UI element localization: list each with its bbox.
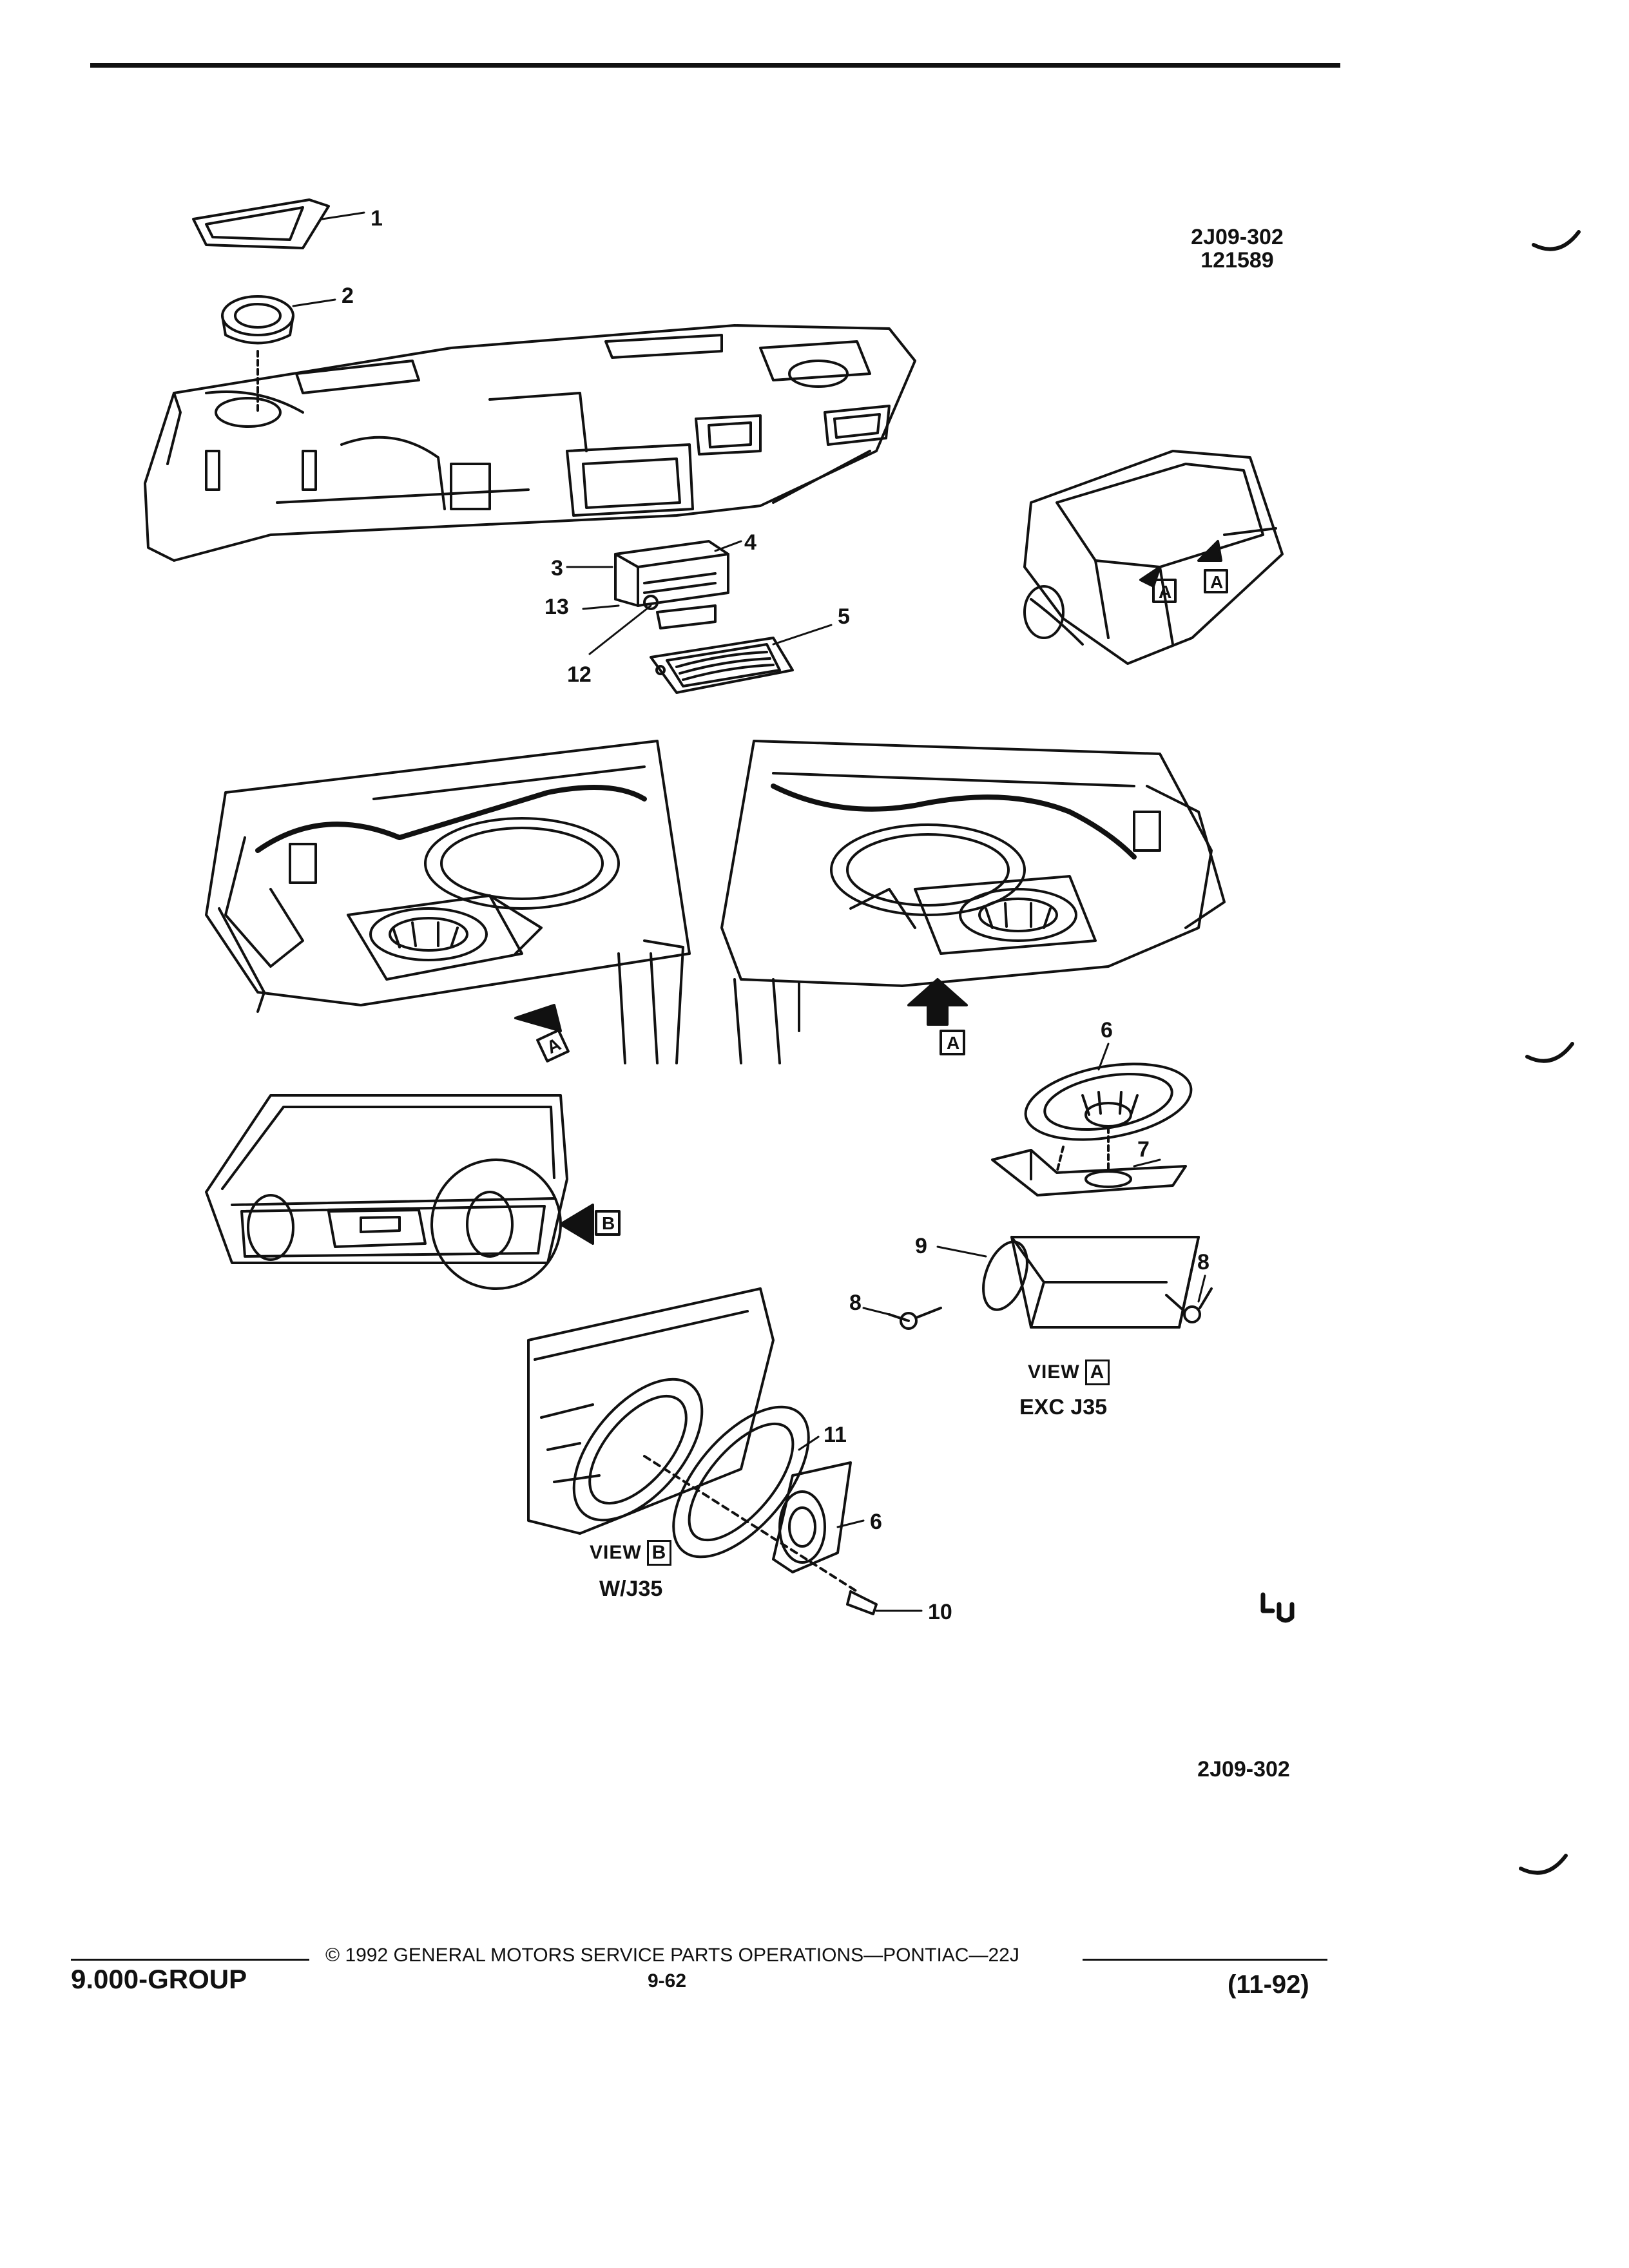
- margin-ticks: [1519, 230, 1581, 1875]
- view-a-option: EXC J35: [1019, 1395, 1108, 1419]
- view-b-word: VIEW: [590, 1542, 642, 1563]
- view-b-exploded: [527, 1287, 878, 1615]
- view-a-exploded: [888, 1062, 1213, 1330]
- svg-text:B: B: [602, 1213, 615, 1233]
- view-b-box: [595, 1210, 621, 1236]
- header-rule: [90, 63, 1340, 68]
- part-2-dash-speaker: [221, 295, 294, 414]
- leader-lines: [292, 211, 1206, 1612]
- view-b-arrow: [559, 1204, 594, 1245]
- instrument-panel: [144, 324, 916, 562]
- figure-serial: 121589: [1200, 248, 1274, 273]
- callout-6a: 6: [1101, 1018, 1113, 1043]
- footer-rule-right: [1083, 1959, 1327, 1961]
- callout-5: 5: [838, 604, 850, 629]
- view-a-arrow-right: [907, 978, 968, 1026]
- view-a-word: VIEW: [1028, 1361, 1080, 1383]
- footer-page-number: 9-62: [648, 1970, 687, 1992]
- callout-11: 11: [824, 1423, 847, 1447]
- package-shelf-left: [205, 740, 691, 1064]
- part-1-bezel: [192, 198, 330, 249]
- callout-4: 4: [744, 530, 757, 555]
- svg-text:A: A: [1159, 582, 1171, 602]
- part-5-grille: [650, 637, 794, 694]
- callout-8b: 8: [1197, 1250, 1210, 1274]
- callout-12: 12: [567, 662, 592, 687]
- view-b-option: W/J35: [599, 1577, 663, 1601]
- figure-bottom-id: 2J09-302: [1197, 1757, 1290, 1782]
- callout-10: 10: [928, 1600, 952, 1624]
- view-a-box-left: [536, 1029, 570, 1062]
- footer-rule-left: [71, 1959, 309, 1961]
- svg-text:A: A: [947, 1033, 959, 1053]
- rear-car-overview: A A: [1023, 450, 1284, 665]
- callout-9: 9: [915, 1234, 927, 1258]
- callout-1: 1: [371, 206, 383, 231]
- radio-assembly: [614, 540, 729, 629]
- callout-7: 7: [1137, 1137, 1150, 1162]
- footer-copyright: © 1992 GENERAL MOTORS SERVICE PARTS OPER…: [325, 1945, 1019, 1966]
- callout-2: 2: [342, 284, 354, 308]
- footer-date: (11-92): [1228, 1970, 1309, 1999]
- footer-group: 9.000-GROUP: [71, 1964, 247, 1994]
- callout-6b: 6: [870, 1510, 882, 1534]
- view-a-arrow-left: [514, 1004, 562, 1032]
- rear-hatch: [205, 1094, 568, 1290]
- view-b-letter: B: [646, 1540, 672, 1566]
- callout-3: 3: [551, 556, 563, 581]
- callout-8a: 8: [849, 1291, 862, 1315]
- package-shelf-right: [720, 740, 1226, 1064]
- view-a-box-right: [940, 1030, 965, 1055]
- figure-id: 2J09-302: [1191, 225, 1284, 249]
- callout-13: 13: [545, 595, 569, 619]
- view-a-letter: A: [1084, 1360, 1110, 1385]
- svg-text:A: A: [1210, 572, 1223, 592]
- gm-spo-logo: [1260, 1592, 1295, 1623]
